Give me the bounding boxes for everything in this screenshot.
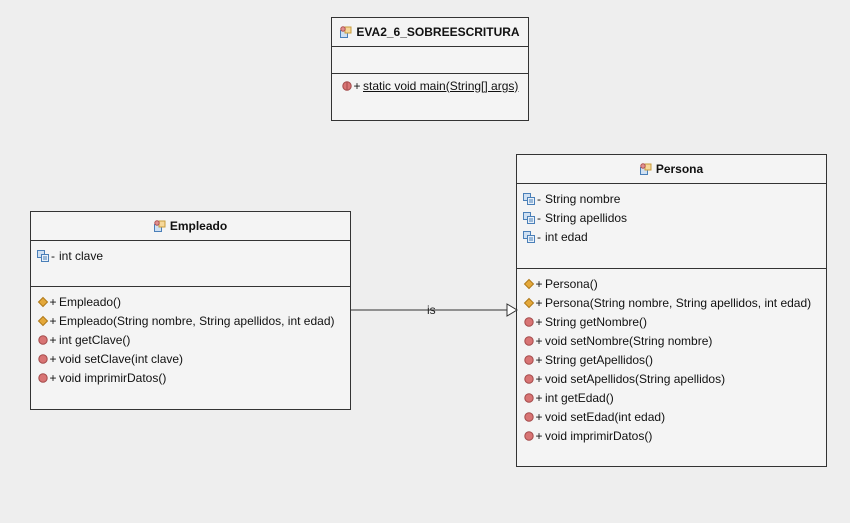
visibility-marker: + — [535, 295, 543, 310]
static-method-icon — [341, 80, 353, 92]
method-text: void setApellidos(String apellidos) — [545, 371, 726, 386]
class-header: EVA2_6_SOBREESCRITURA — [332, 18, 528, 47]
attribute-text: int edad — [545, 229, 588, 244]
method-row[interactable]: +void imprimirDatos() — [37, 368, 350, 387]
method-row[interactable]: +Persona(String nombre, String apellidos… — [523, 293, 826, 312]
method-row[interactable]: +Persona() — [523, 274, 826, 293]
methods-section: +static void main(String[] args) — [332, 74, 528, 95]
method-text: int getEdad() — [545, 390, 614, 405]
visibility-marker: + — [49, 332, 57, 347]
methods-section: +Empleado()+Empleado(String nombre, Stri… — [31, 287, 350, 387]
method-row[interactable]: +void setNombre(String nombre) — [523, 331, 826, 350]
constructor-icon — [523, 297, 535, 309]
method-row[interactable]: +String getApellidos() — [523, 350, 826, 369]
method-icon — [37, 334, 49, 346]
visibility-marker: + — [49, 294, 57, 309]
visibility-marker: + — [535, 276, 543, 291]
method-row[interactable]: +int getEdad() — [523, 388, 826, 407]
attribute-row[interactable]: -String apellidos — [523, 208, 826, 227]
method-row[interactable]: +String getNombre() — [523, 312, 826, 331]
method-icon — [523, 354, 535, 366]
method-icon — [523, 430, 535, 442]
method-row[interactable]: +Empleado(String nombre, String apellido… — [37, 311, 350, 330]
method-text: void imprimirDatos() — [59, 370, 167, 385]
visibility-marker: + — [535, 428, 543, 443]
class-header: Empleado — [31, 212, 350, 241]
method-text: void setEdad(int edad) — [545, 409, 666, 424]
method-text: void setNombre(String nombre) — [545, 333, 713, 348]
attribute-text: int clave — [59, 248, 104, 263]
attributes-section — [332, 47, 528, 74]
methods-section: +Persona()+Persona(String nombre, String… — [517, 269, 826, 445]
attribute-row[interactable]: -int clave — [37, 246, 350, 265]
method-row[interactable]: +void setApellidos(String apellidos) — [523, 369, 826, 388]
class-name: Persona — [655, 162, 704, 176]
attribute-row[interactable]: -int edad — [523, 227, 826, 246]
field-icon — [523, 192, 535, 205]
method-row[interactable]: +void setEdad(int edad) — [523, 407, 826, 426]
method-text: Persona(String nombre, String apellidos,… — [545, 295, 812, 310]
attribute-row[interactable]: -String nombre — [523, 189, 826, 208]
method-icon — [523, 335, 535, 347]
visibility-marker: + — [49, 351, 57, 366]
method-text: Empleado(String nombre, String apellidos… — [59, 313, 335, 328]
visibility-marker: + — [353, 78, 361, 93]
field-icon — [523, 211, 535, 224]
method-icon — [523, 316, 535, 328]
method-text: String getNombre() — [545, 314, 648, 329]
visibility-marker: + — [535, 409, 543, 424]
inheritance-arrowhead — [506, 303, 518, 317]
method-icon — [523, 373, 535, 385]
class-header: Persona — [517, 155, 826, 184]
visibility-marker: + — [49, 313, 57, 328]
class-name: EVA2_6_SOBREESCRITURA — [356, 25, 520, 39]
attributes-section: -int clave — [31, 241, 350, 287]
field-icon — [37, 249, 49, 262]
method-icon — [523, 392, 535, 404]
visibility-marker: - — [51, 248, 55, 263]
attributes-section: -String nombre-String apellidos-int edad — [517, 184, 826, 269]
field-icon — [523, 230, 535, 243]
visibility-marker: - — [537, 210, 541, 225]
relation-label: is — [427, 303, 436, 317]
method-icon — [37, 372, 49, 384]
visibility-marker: + — [535, 371, 543, 386]
visibility-marker: + — [535, 352, 543, 367]
attribute-text: String apellidos — [545, 210, 628, 225]
visibility-marker: + — [535, 390, 543, 405]
method-row[interactable]: +int getClave() — [37, 330, 350, 349]
method-text: void setClave(int clave) — [59, 351, 184, 366]
visibility-marker: + — [49, 370, 57, 385]
class-icon — [340, 26, 352, 38]
constructor-icon — [523, 278, 535, 290]
method-row[interactable]: +void setClave(int clave) — [37, 349, 350, 368]
visibility-marker: + — [535, 333, 543, 348]
method-text: Empleado() — [59, 294, 122, 309]
class-box-main[interactable]: EVA2_6_SOBREESCRITURA +static void main(… — [331, 17, 529, 121]
visibility-marker: - — [537, 229, 541, 244]
class-box-empleado[interactable]: Empleado -int clave +Empleado()+Empleado… — [30, 211, 351, 410]
method-row[interactable]: +static void main(String[] args) — [341, 76, 528, 95]
class-icon — [153, 220, 166, 232]
visibility-marker: + — [535, 314, 543, 329]
class-box-persona[interactable]: Persona -String nombre-String apellidos-… — [516, 154, 827, 467]
method-icon — [523, 411, 535, 423]
method-text: Persona() — [545, 276, 598, 291]
method-text: void imprimirDatos() — [545, 428, 653, 443]
class-icon — [639, 163, 652, 175]
method-text: int getClave() — [59, 332, 131, 347]
method-text: String getApellidos() — [545, 352, 654, 367]
class-name: Empleado — [169, 219, 228, 233]
visibility-marker: - — [537, 191, 541, 206]
method-icon — [37, 353, 49, 365]
attribute-text: String nombre — [545, 191, 621, 206]
constructor-icon — [37, 296, 49, 308]
method-row[interactable]: +void imprimirDatos() — [523, 426, 826, 445]
method-text: static void main(String[] args) — [363, 78, 519, 93]
method-row[interactable]: +Empleado() — [37, 292, 350, 311]
constructor-icon — [37, 315, 49, 327]
